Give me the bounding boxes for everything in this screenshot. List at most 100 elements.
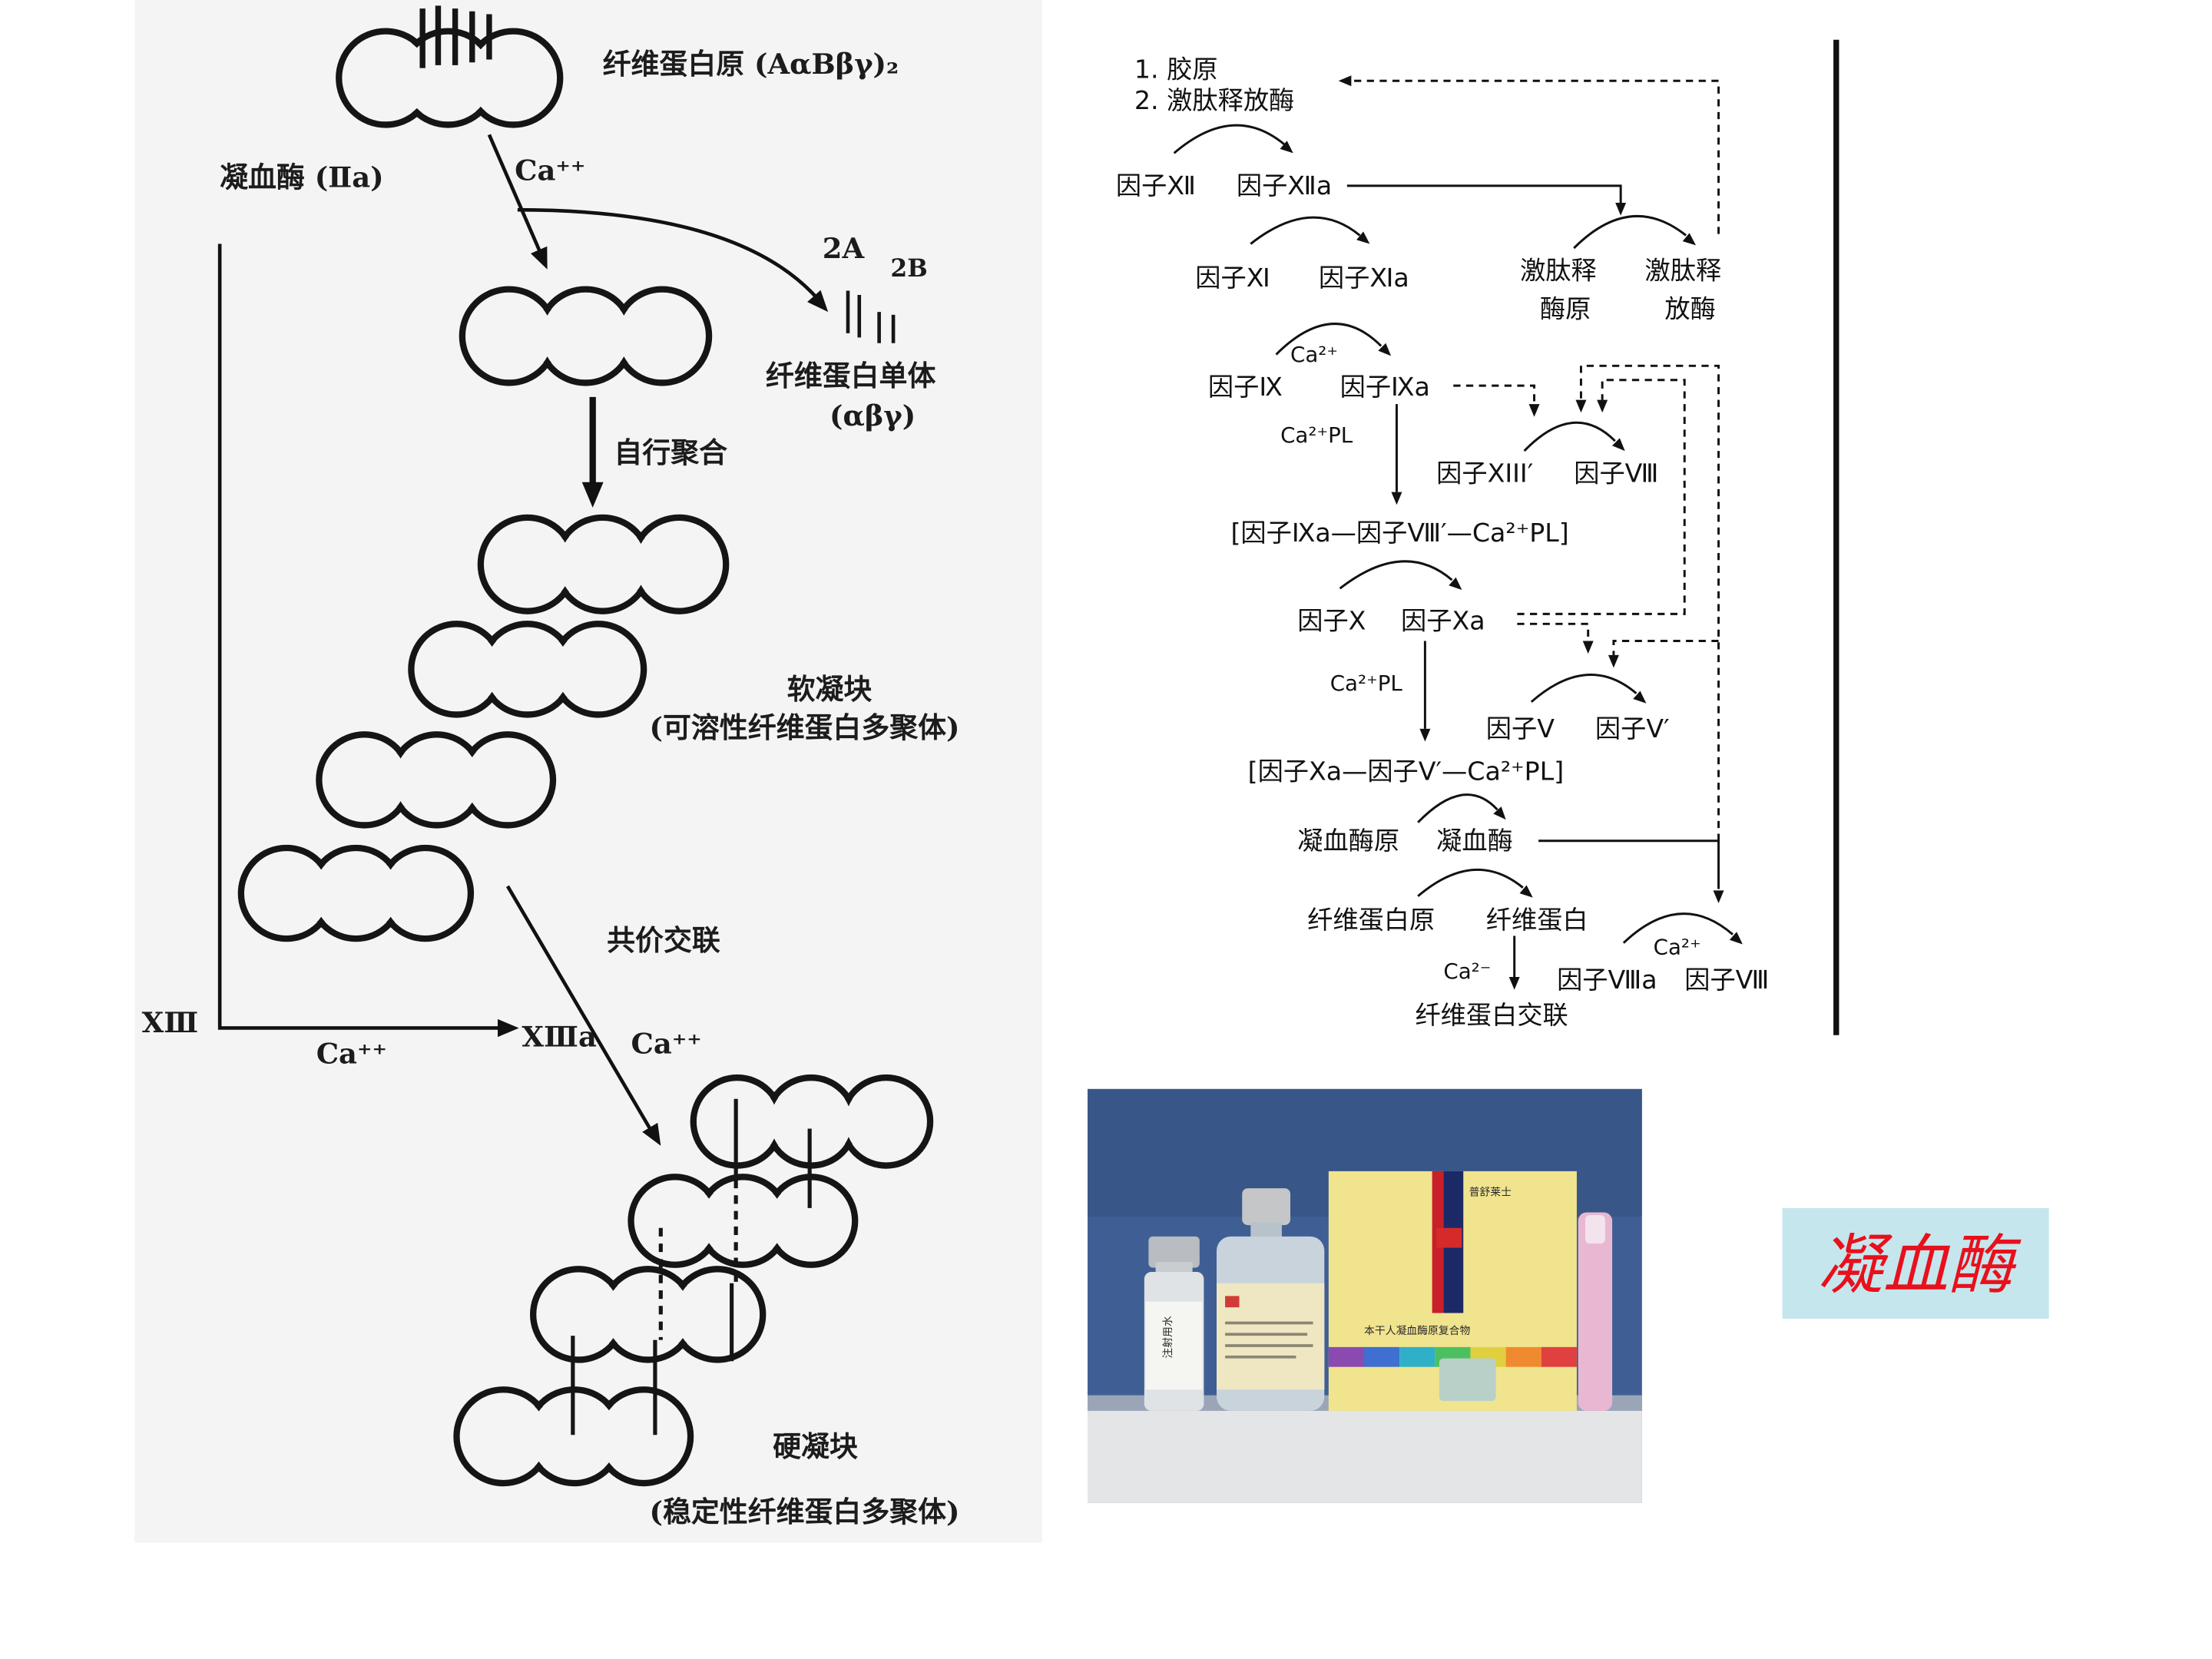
f13-activation-arc-head	[1729, 932, 1743, 945]
factor-13a-label: ⅩⅢa	[522, 1019, 597, 1053]
hard-clot-strand	[628, 1174, 859, 1268]
prekallikrein-activation-arc	[1573, 215, 1687, 250]
fibrin-crosslink-arrow-head	[1508, 977, 1520, 990]
solvent-vial-cap	[1148, 1236, 1200, 1268]
f9a-to-f8-arrow-head	[1528, 404, 1540, 417]
domain-circle-fill	[556, 627, 641, 712]
soft-clot-description: (可溶性纤维蛋白多聚体)	[650, 710, 960, 744]
rainbow-segment	[1505, 1346, 1541, 1367]
fibrin-pathway-arrows	[217, 134, 829, 1146]
fibrin-monomer	[459, 286, 713, 386]
factor-13a: 因子Ⅷa	[1557, 965, 1657, 995]
thrombin-to-f8-feedback-arrow-head	[1575, 399, 1587, 413]
domain-circle-fill	[618, 293, 706, 380]
powder-vial	[1217, 1188, 1325, 1411]
factor-10a: 因子Ⅹa	[1401, 606, 1485, 636]
domain-circle-fill	[485, 627, 570, 712]
slide-label-background	[1782, 1207, 2049, 1319]
hard-clot-strand	[530, 1266, 767, 1363]
domain-circle-fill	[600, 1392, 687, 1480]
solvent-vial-label-text: 注射用水	[1162, 1316, 1174, 1358]
thrombin-to-f13-arrow	[1538, 839, 1720, 889]
rainbow-segment	[1541, 1346, 1577, 1367]
soft-clot-strand	[477, 514, 730, 614]
domain-circle-fill	[322, 737, 407, 823]
factor-13-activation-arrow	[217, 243, 499, 1030]
prothrombin-activation-arc-head	[1493, 806, 1506, 820]
f10a-to-f5-arrow-head	[1582, 641, 1594, 654]
fibrin-polymerization-diagram: 纤维蛋白原 (AαBβγ)₂ 凝血酶 (Ⅱa) Ca⁺⁺ 2A 2B 纤维蛋白单…	[134, 0, 1042, 1543]
rainbow-segment	[1328, 1346, 1364, 1367]
fibrinopeptide-b-label: 2B	[890, 255, 927, 283]
domain-circle-fill	[465, 293, 553, 380]
tube-cap	[1585, 1215, 1605, 1244]
fibrin-monomer-formula: (αβγ)	[830, 399, 916, 432]
product-photo: 注射用水 普舒莱士 本干人凝血酶原复合物	[1088, 1088, 1642, 1503]
factor-9: 因子Ⅸ	[1208, 372, 1283, 402]
product-box-brand: 普舒莱士	[1469, 1186, 1512, 1198]
thrombin-to-f5-feedback-arrow-head	[1608, 654, 1619, 668]
crosslinked-fibrin: 纤维蛋白交联	[1415, 1000, 1568, 1030]
f12a-to-prekallikrein-arrow	[1346, 184, 1622, 204]
hard-clot-description: (稳定性纤维蛋白多聚体)	[650, 1495, 960, 1528]
domain-circle-fill	[383, 851, 468, 935]
kallikrein-feedback-arrow-head	[1338, 75, 1352, 87]
calcium-fibrin-label: Ca²⁻	[1443, 959, 1491, 984]
fibrinopeptide-release-arrow-head	[807, 290, 829, 313]
f10-activation-arc	[1339, 560, 1453, 590]
solvent-vial-neck	[1155, 1262, 1193, 1275]
polymerization-arrow-head	[581, 482, 604, 508]
factor-12a: 因子Ⅻa	[1237, 171, 1332, 200]
f5-activation-arc	[1530, 674, 1637, 703]
fibrinogen-conversion-arc	[1417, 868, 1524, 897]
domain-circle-fill	[675, 1272, 760, 1357]
domain-circle-fill	[531, 1392, 618, 1480]
soft-clot-label: 软凝块	[787, 672, 873, 706]
thrombin-label: 凝血酶 (Ⅱa)	[220, 161, 384, 194]
factor-5-prime: 因子Ⅴ′	[1595, 714, 1670, 743]
domain-circle-fill	[846, 1081, 927, 1163]
photo-table-surface	[1088, 1410, 1642, 1503]
f12a-to-prekallikrein-arrow-head	[1615, 203, 1627, 216]
prothrombin-activation-arc	[1417, 793, 1498, 823]
f9-activation-arc-head	[1378, 343, 1392, 356]
factor-11: 因子Ⅺ	[1195, 263, 1270, 293]
solvent-vial: 注射用水	[1144, 1236, 1204, 1411]
domain-circle-fill	[342, 35, 429, 122]
f10a-to-f8-feedback-arrow-head	[1597, 399, 1608, 413]
crosslink-arrow-head	[642, 1122, 661, 1146]
domain-circle-fill	[541, 293, 629, 380]
hard-clot-strand	[453, 1386, 694, 1487]
slide-label-badge: 凝血酶	[1782, 1207, 2049, 1319]
prothrombinase-complex: [因子Ⅹa—因子Ⅴ′—Ca²⁺PL]	[1248, 756, 1565, 786]
thrombin-cleavage-arrow-head	[530, 246, 548, 270]
f9a-to-tenase-arrow-head	[1391, 492, 1402, 505]
product-box: 普舒莱士 本干人凝血酶原复合物	[1328, 1171, 1577, 1411]
transfer-needle-tube	[1578, 1212, 1613, 1411]
product-box-name: 本干人凝血酶原复合物	[1364, 1324, 1470, 1337]
domain-circle-fill	[559, 521, 647, 608]
factor-13-activation-arrow-head	[498, 1018, 519, 1038]
soft-clot-strand	[316, 731, 557, 829]
crosslink-arrow	[505, 885, 653, 1131]
factor-10: 因子Ⅹ	[1297, 606, 1366, 636]
calcium-activation-label: Ca⁺⁺	[316, 1037, 387, 1071]
thrombin-to-f8-feedback-arrow	[1579, 364, 1720, 841]
calcium-cleavage-label: Ca⁺⁺	[515, 153, 585, 187]
domain-circle-fill	[414, 627, 499, 712]
rainbow-segment	[1364, 1346, 1400, 1367]
f8-activation-arc-head	[1612, 438, 1625, 452]
factor-8-prime: 因子XIII′	[1436, 459, 1533, 488]
calcium-f13-label: Ca²⁺	[1654, 934, 1701, 959]
f5-activation-arc-head	[1633, 690, 1647, 704]
domain-circle-fill	[702, 1180, 784, 1262]
f9-activation-arc	[1275, 323, 1382, 356]
f11-activation-arc	[1250, 216, 1361, 245]
prekallikrein-line1: 激肽释	[1520, 256, 1597, 286]
factor-11a: 因子Ⅺa	[1319, 263, 1409, 293]
thrombin-to-f13-arrow-head	[1713, 890, 1724, 903]
self-polymerize-label: 自行聚合	[614, 435, 727, 469]
trigger-collagen: 1. 胶原	[1134, 55, 1218, 84]
product-box-hologram	[1439, 1358, 1496, 1401]
prekallikrein-activation-arc-head	[1682, 233, 1696, 246]
